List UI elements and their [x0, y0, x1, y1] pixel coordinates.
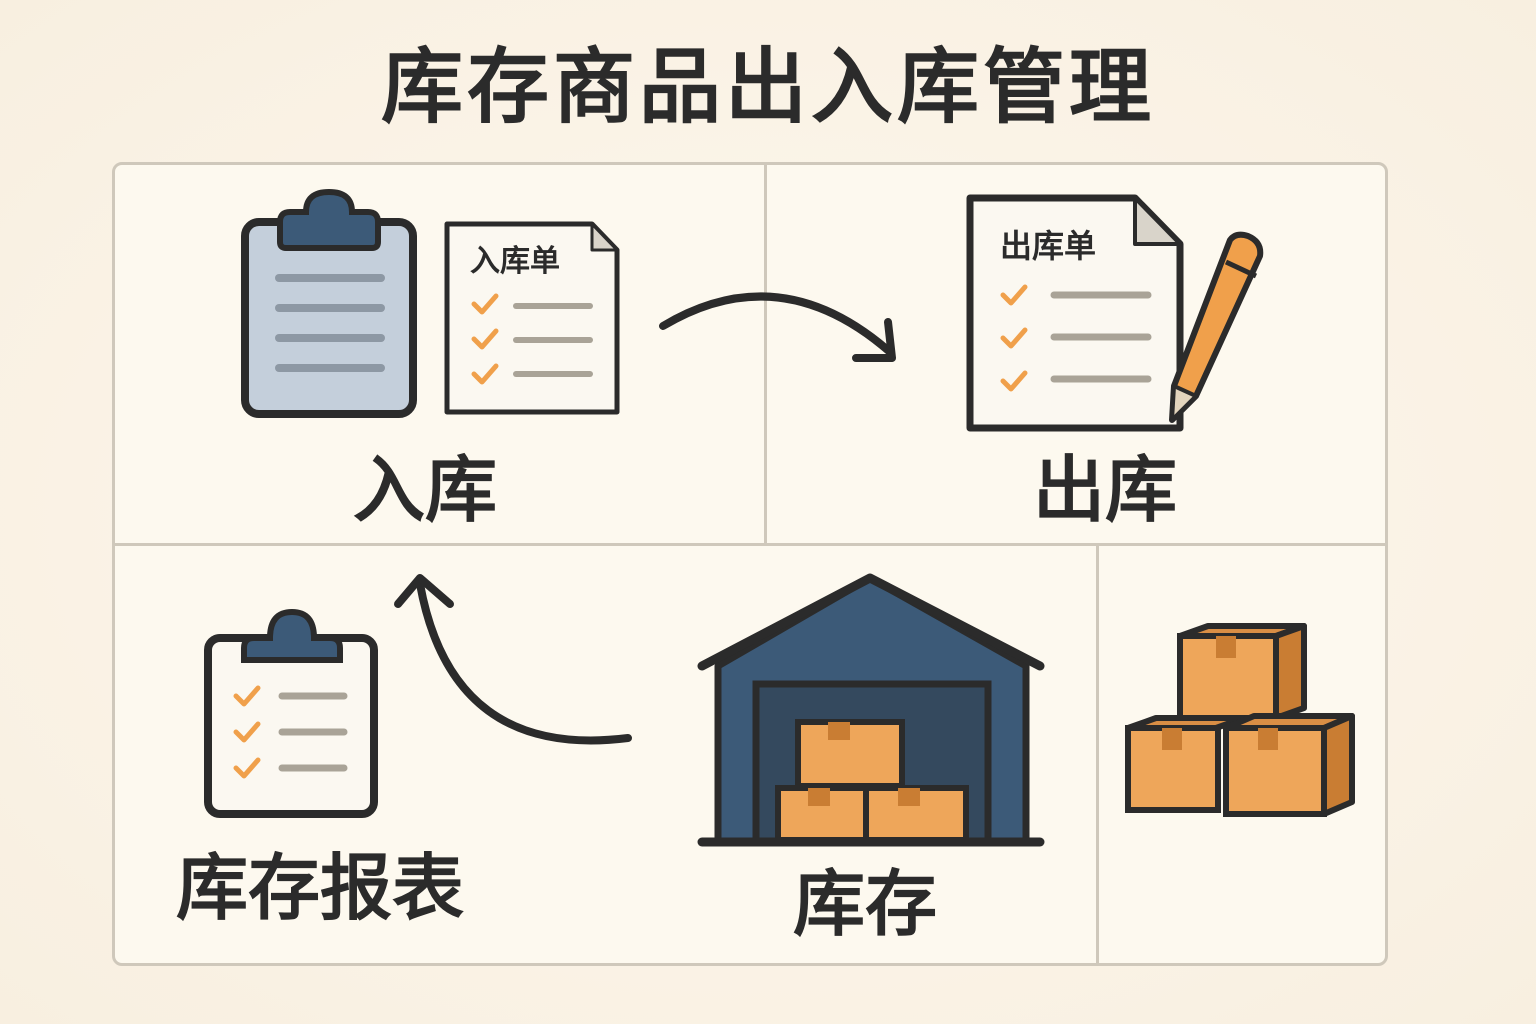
page-title: 库存商品出入库管理: [380, 40, 1155, 135]
pencil-icon: [1169, 231, 1264, 423]
checklist-document-icon: [444, 221, 620, 415]
clipboard-icon: [241, 188, 417, 418]
boxes-icon: [775, 719, 969, 843]
inventory-label: 库存: [792, 862, 937, 946]
divider-bottom-vertical: [1096, 546, 1099, 964]
checklist-clipboard-icon: [204, 608, 378, 818]
outbound-document-icon: [966, 194, 1184, 432]
inbound-label: 入库: [352, 448, 497, 532]
outbound-doc-title: 出库单: [1000, 227, 1097, 265]
divider-top-vertical: [764, 165, 767, 545]
report-label: 库存报表: [175, 846, 464, 930]
arrow-inventory-to-inbound: [394, 574, 632, 745]
divider-horizontal: [115, 543, 1385, 546]
arrow-inbound-to-outbound: [659, 292, 896, 362]
outbound-label: 出库: [1032, 448, 1177, 532]
inbound-doc-title: 入库单: [470, 244, 560, 279]
stacked-boxes-icon: [1125, 623, 1355, 817]
